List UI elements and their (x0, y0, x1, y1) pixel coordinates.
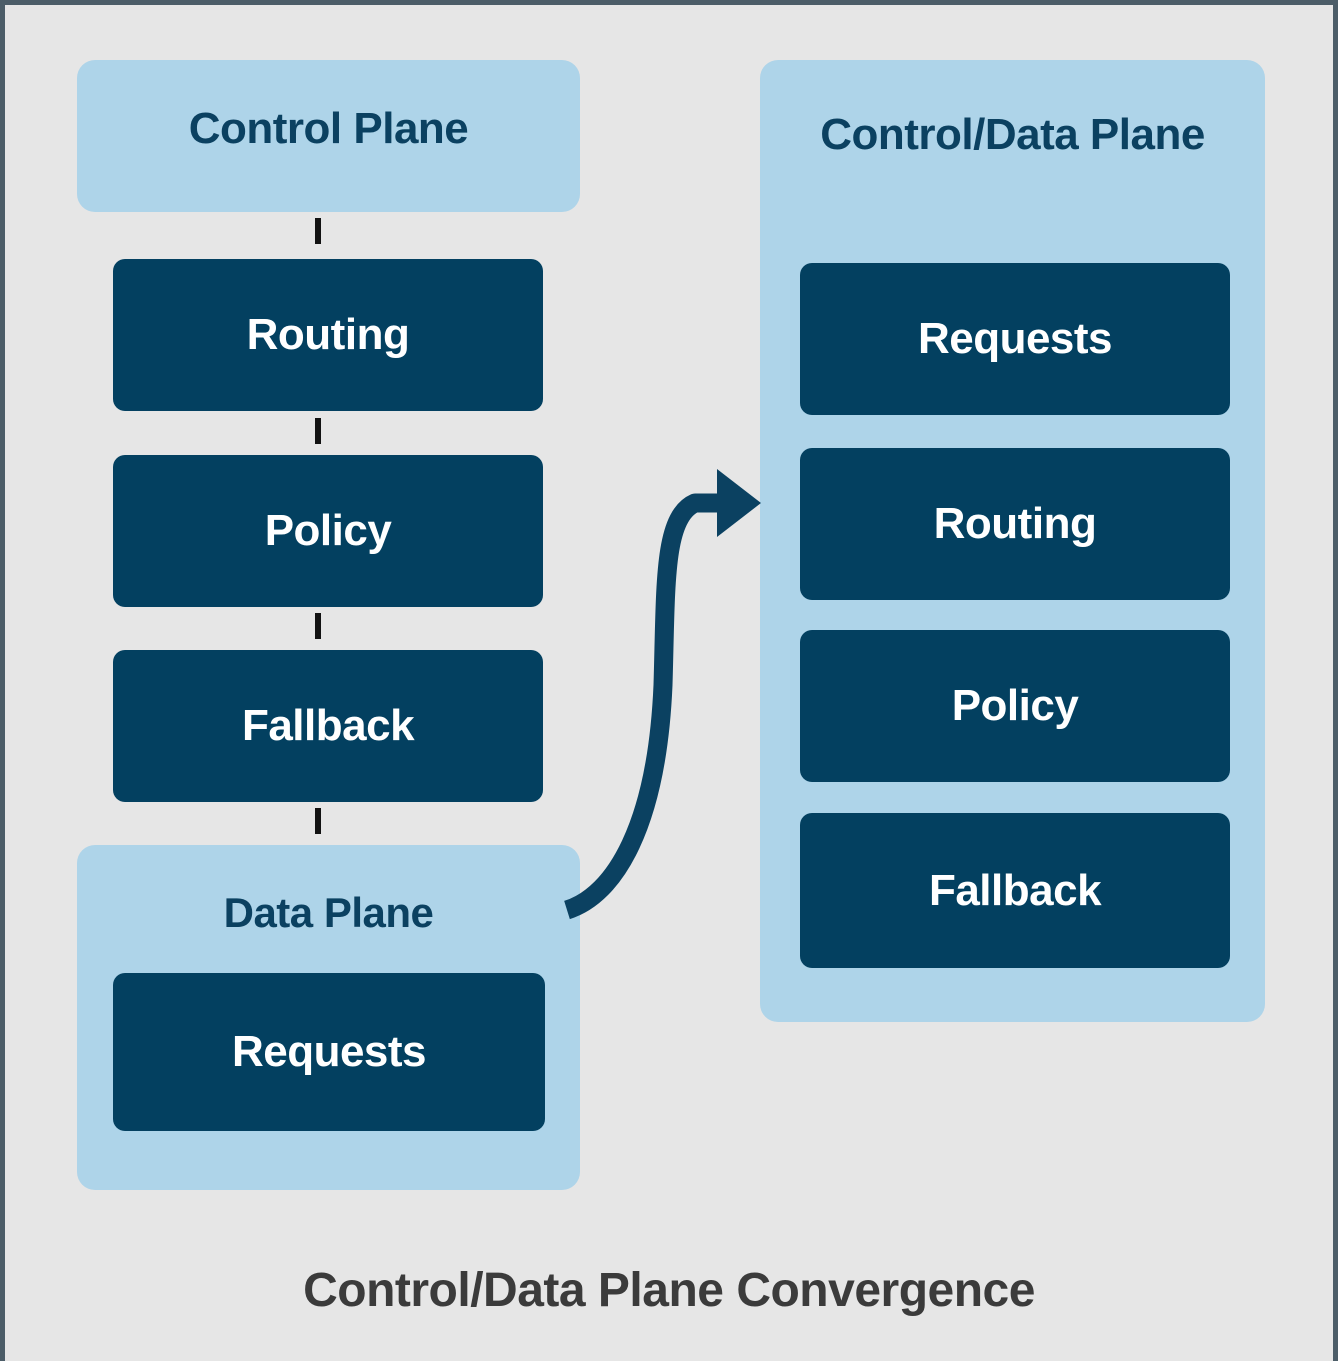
node-converged-routing[interactable]: Routing (800, 448, 1230, 600)
node-data-requests[interactable]: Requests (113, 973, 545, 1131)
control-plane-title: Control Plane (188, 104, 469, 153)
connector-dash-3 (315, 613, 321, 639)
node-control-routing[interactable]: Routing (113, 259, 543, 411)
data-plane-title: Data Plane (223, 889, 434, 936)
control-plane-panel: Control Plane (77, 60, 580, 212)
node-control-policy[interactable]: Policy (113, 455, 543, 607)
converged-plane-title: Control/Data Plane (820, 110, 1205, 159)
node-converged-fallback[interactable]: Fallback (800, 813, 1230, 968)
node-converged-requests[interactable]: Requests (800, 263, 1230, 415)
node-control-fallback[interactable]: Fallback (113, 650, 543, 802)
node-converged-policy[interactable]: Policy (800, 630, 1230, 782)
connector-dash-4 (315, 808, 321, 834)
connector-dash-2 (315, 418, 321, 444)
convergence-arrow-icon (563, 469, 761, 920)
diagram-caption: Control/Data Plane Convergence (303, 1264, 1035, 1317)
connector-dash-1 (315, 218, 321, 244)
